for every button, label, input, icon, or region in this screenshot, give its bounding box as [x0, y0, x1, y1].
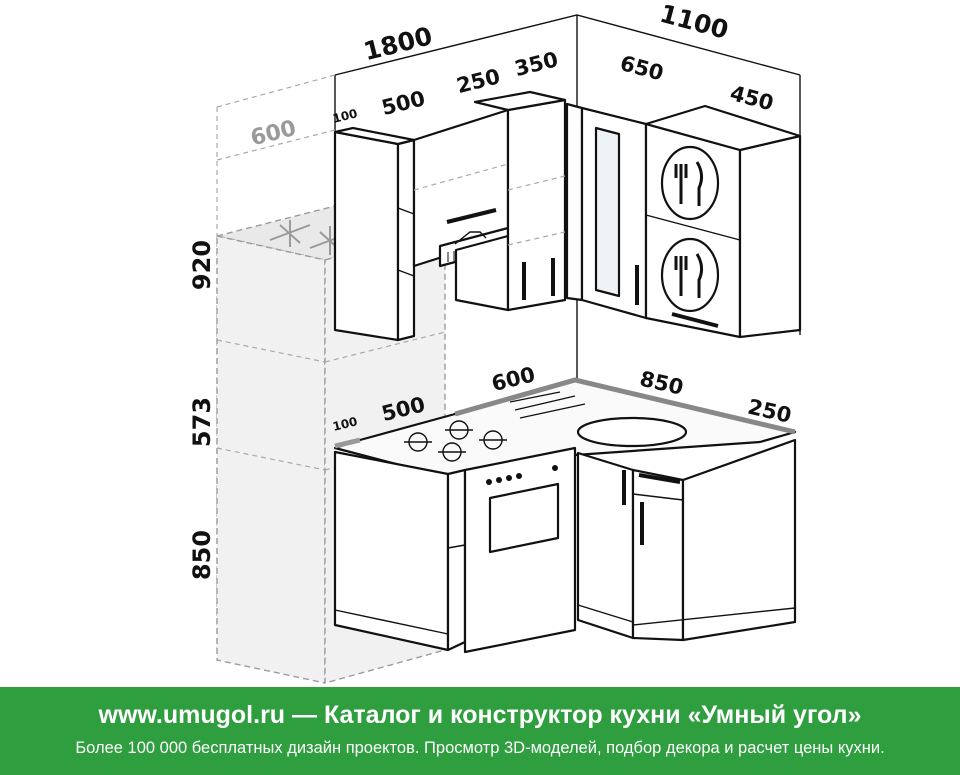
dim-height-base: 850 [188, 530, 216, 580]
dim-upper-left-gap: 100 [331, 106, 359, 126]
dim-fridge-depth: 600 [248, 116, 299, 151]
fork-knife-icon [674, 161, 704, 206]
base-cabinets [333, 438, 797, 654]
dim-upper-right-a: 650 [618, 51, 667, 86]
dim-height-mid: 573 [188, 397, 216, 447]
kitchen-diagram: 1800 1100 500 250 350 100 650 450 600 92… [188, 0, 802, 684]
dim-height-upper: 920 [188, 240, 216, 290]
oven-knobs [486, 465, 558, 485]
dimension-labels: 1800 1100 500 250 350 100 650 450 600 92… [188, 0, 794, 580]
dim-upper-right-b: 450 [728, 81, 777, 116]
banner-subtitle: Более 100 000 бесплатных дизайн проектов… [75, 739, 885, 757]
upper-right-cabinets [565, 102, 802, 339]
sink [509, 391, 688, 448]
burner-icon [404, 420, 507, 462]
dim-upper-left-a: 500 [379, 86, 427, 120]
upper-left-cabinets [333, 90, 567, 342]
dim-base-left-gap: 100 [331, 414, 359, 434]
countertop [333, 377, 797, 484]
promo-banner: www.umugol.ru — Каталог и конструктор ку… [0, 687, 960, 775]
fork-knife-icon [674, 253, 704, 298]
dim-upper-left-c: 350 [512, 47, 560, 81]
dim-upper-left-b: 250 [454, 64, 502, 98]
banner-title[interactable]: www.umugol.ru — Каталог и конструктор ку… [98, 701, 862, 729]
dim-right-total: 1100 [657, 0, 732, 45]
